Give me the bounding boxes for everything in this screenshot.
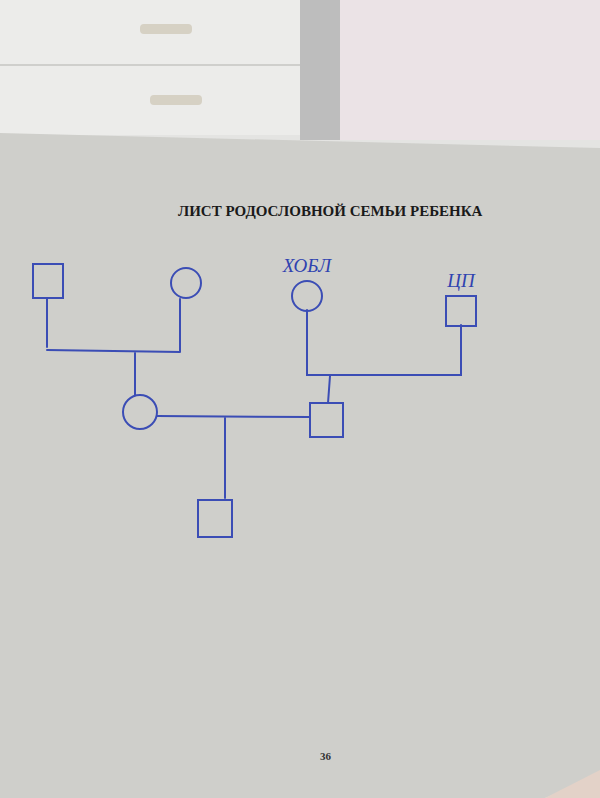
- marriage-line: [307, 310, 461, 375]
- pedigree-symbols: [33, 264, 343, 537]
- shape-outline: [290, 279, 324, 313]
- female-symbol: ХОБЛ: [283, 256, 331, 313]
- diagnosis-note: ХОБЛ: [283, 256, 331, 275]
- shape-outline: [444, 294, 478, 328]
- diagnosis-note: ЦП: [447, 271, 474, 290]
- sheet-title: ЛИСТ РОДОСЛОВНОЙ СЕМЬИ РЕБЕНКА: [178, 203, 482, 220]
- page-number: 36: [320, 750, 331, 762]
- male-symbol: ЦП: [444, 271, 478, 328]
